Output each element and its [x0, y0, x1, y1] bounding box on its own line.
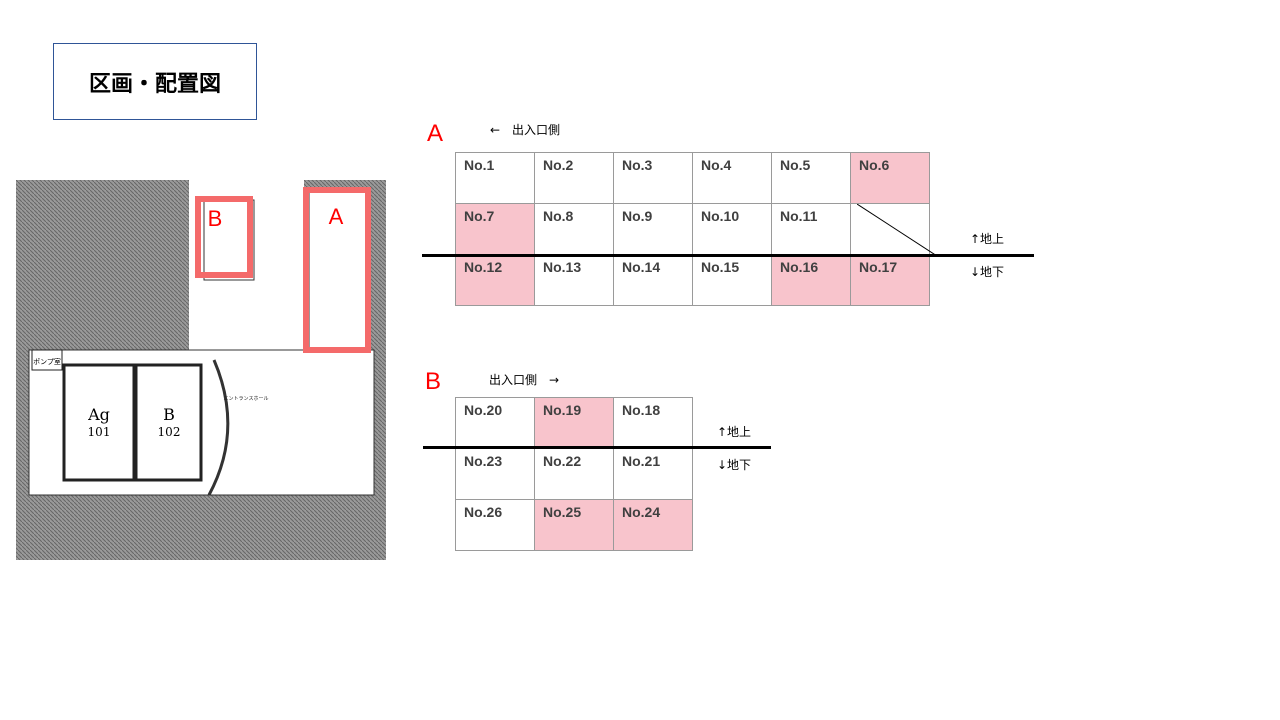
above-ground-label-b: ↑地上 [717, 425, 752, 439]
parking-slot: No.3 [613, 152, 693, 204]
parking-slot: No.17 [850, 254, 930, 306]
unavailable-slot-slash [857, 204, 938, 256]
parking-slot: No.19 [534, 397, 614, 449]
parking-slot: No.22 [534, 448, 614, 500]
area-a-label: A [329, 204, 344, 229]
parking-slot: No.16 [771, 254, 851, 306]
parking-slot: No.20 [455, 397, 535, 449]
parking-slot: No.26 [455, 499, 535, 551]
unit-102-label: B [163, 405, 175, 424]
site-plan: Ag 101 B 102 ポンプ室 エントランスホール B A [16, 150, 386, 560]
entrance-hall-label: エントランスホール [224, 396, 269, 402]
parking-slot: No.23 [455, 448, 535, 500]
unit-102-number: 102 [158, 425, 181, 439]
parking-slot: No.11 [771, 203, 851, 255]
parking-slot: No.24 [613, 499, 693, 551]
unavailable-slot [850, 203, 930, 255]
parking-slot: No.1 [455, 152, 535, 204]
unit-101-label: Ag [87, 405, 110, 424]
ground-level-line-a [422, 254, 1034, 257]
parking-slot: No.14 [613, 254, 693, 306]
parking-slot: No.25 [534, 499, 614, 551]
ground-level-line-b [423, 446, 771, 449]
parking-slot: No.4 [692, 152, 772, 204]
page-title: 区画・配置図 [53, 43, 257, 120]
parking-slot: No.6 [850, 152, 930, 204]
section-a-label: A [427, 120, 444, 147]
parking-slot: No.5 [771, 152, 851, 204]
parking-slot: No.8 [534, 203, 614, 255]
parking-slot: No.9 [613, 203, 693, 255]
below-ground-label-b: ↓地下 [717, 458, 752, 472]
parking-slot: No.13 [534, 254, 614, 306]
unit-101-number: 101 [88, 425, 111, 439]
pump-room-label: ポンプ室 [33, 357, 61, 366]
area-b-label: B [208, 206, 223, 231]
below-ground-label-a: ↓地下 [970, 265, 1005, 279]
section-b-label: B [425, 368, 442, 395]
parking-slot: No.18 [613, 397, 693, 449]
parking-slot: No.15 [692, 254, 772, 306]
parking-slot: No.2 [534, 152, 614, 204]
parking-slot: No.10 [692, 203, 772, 255]
section-a-entrance-note: ← 出入口側 [490, 123, 561, 137]
parking-slot: No.7 [455, 203, 535, 255]
area-a-highlight [303, 187, 371, 353]
parking-slot: No.12 [455, 254, 535, 306]
section-b-entrance-note: 出入口側 → [489, 373, 560, 387]
parking-slot: No.21 [613, 448, 693, 500]
above-ground-label-a: ↑地上 [970, 232, 1005, 246]
area-b-highlight [195, 196, 253, 278]
